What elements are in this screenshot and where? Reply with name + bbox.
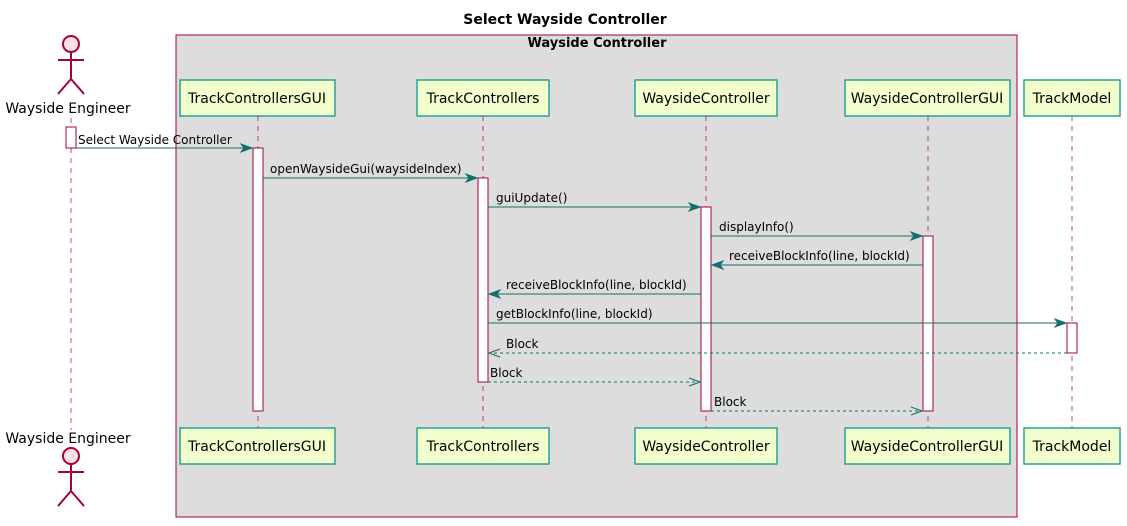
message-select-wayside-controller: Select Wayside Controller [76,133,254,154]
message-get-block-info: getBlockInfo(line, blockId) [488,307,1068,329]
message-label: Block [490,366,523,380]
stick-figure-icon [57,35,85,95]
participant-label: TrackControllers [426,91,540,107]
participant-label: WaysideControllerGUI [851,439,1004,455]
activation-wayside-controller [700,206,712,412]
message-label: openWaysideGui(waysideIndex) [270,162,462,176]
message-label: receiveBlockInfo(line, blockId) [729,249,910,263]
group-box-title: Wayside Controller [528,36,668,51]
participant-wayside-controller-gui-top: WaysideControllerGUI [844,79,1011,117]
actor-wayside-engineer-bottom: Wayside Engineer [5,431,131,507]
participant-label: WaysideController [642,439,770,455]
participant-label: TrackModel [1032,91,1112,107]
actor-label: Wayside Engineer [5,431,131,447]
stick-figure-icon [57,447,85,507]
message-block-return-wayside-controller: Block [711,395,924,416]
message-receive-block-info-from-gui: receiveBlockInfo(line, blockId) [710,249,923,271]
participant-label: TrackControllersGUI [187,91,326,107]
participant-track-controllers-gui-bottom: TrackControllersGUI [179,427,336,465]
activation-wayside-engineer [65,126,77,149]
message-block-return-track-model: Block [487,337,1067,358]
participant-track-controllers-top: TrackControllers [416,79,550,117]
participant-wayside-controller-bottom: WaysideController [634,427,778,465]
message-gui-update: guiUpdate() [488,191,702,213]
actor-label: Wayside Engineer [5,101,131,117]
participant-track-model-top: TrackModel [1023,79,1121,117]
participant-label: WaysideControllerGUI [851,91,1004,107]
diagram-title: Select Wayside Controller [463,12,667,28]
participant-label: WaysideController [642,91,770,107]
activation-track-model [1066,322,1078,354]
activation-track-controllers [477,177,489,383]
participant-label: TrackControllers [426,439,540,455]
message-label: getBlockInfo(line, blockId) [496,307,653,321]
message-label: Select Wayside Controller [78,133,232,147]
participant-label: TrackModel [1032,439,1112,455]
participant-wayside-controller-gui-bottom: WaysideControllerGUI [844,427,1011,465]
message-receive-block-info-from-wayside: receiveBlockInfo(line, blockId) [487,278,701,300]
message-label: Block [506,337,539,351]
message-label: receiveBlockInfo(line, blockId) [506,278,687,292]
participant-track-model-bottom: TrackModel [1023,427,1121,465]
actor-wayside-engineer-top: Wayside Engineer [5,35,131,117]
participant-track-controllers-gui-top: TrackControllersGUI [179,79,336,117]
message-block-return-track-controllers: Block [488,366,702,387]
message-label: guiUpdate() [496,191,567,205]
participant-label: TrackControllersGUI [187,439,326,455]
message-open-wayside-gui: openWaysideGui(waysideIndex) [263,162,479,184]
participant-track-controllers-bottom: TrackControllers [416,427,550,465]
activation-track-controllers-gui [252,147,264,412]
message-label: Block [714,395,747,409]
message-display-info: displayInfo() [711,220,924,242]
participant-wayside-controller-top: WaysideController [634,79,778,117]
message-label: displayInfo() [719,220,794,234]
